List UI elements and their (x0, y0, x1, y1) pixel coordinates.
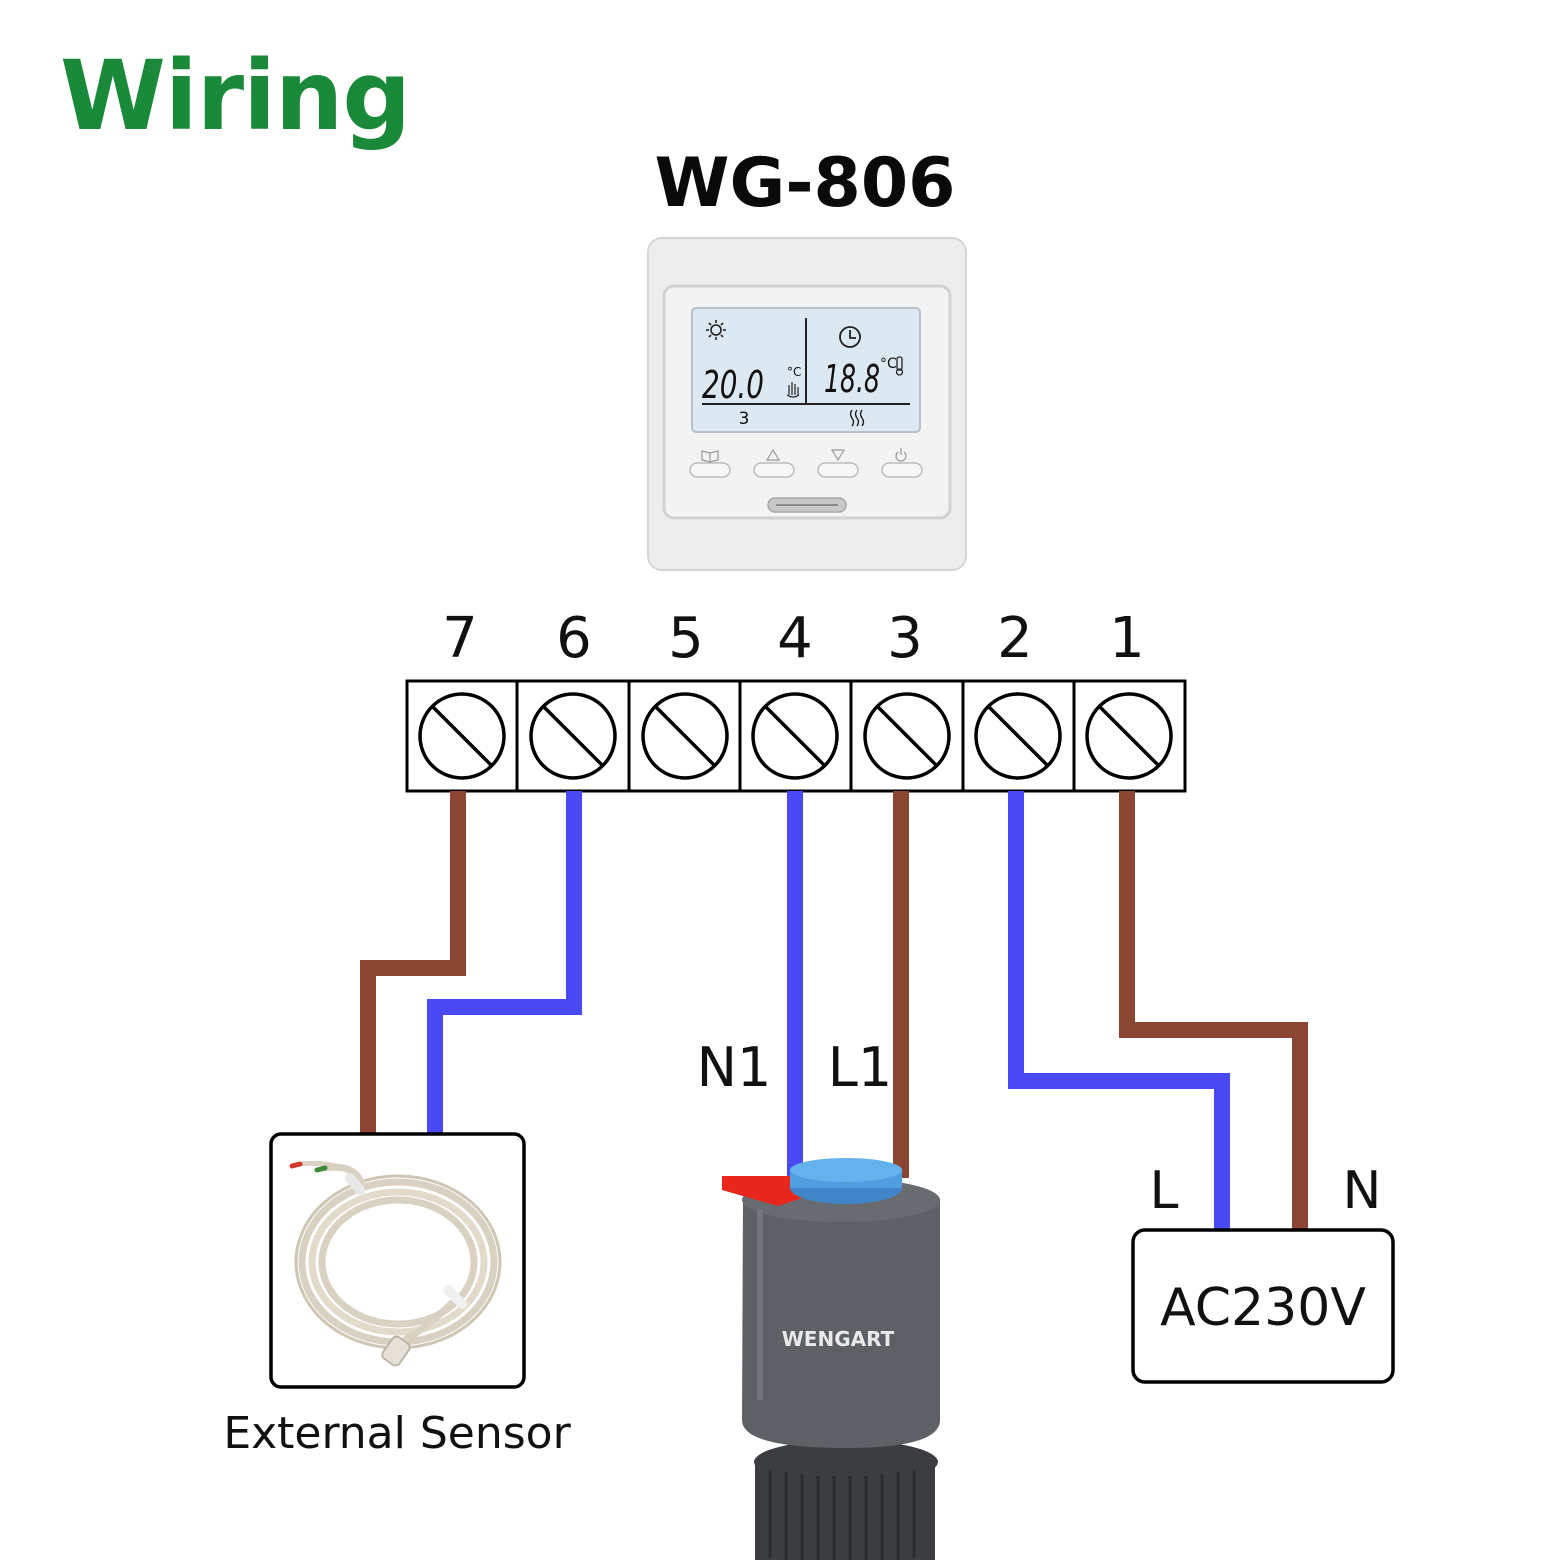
terminal-numbers: 7 6 5 4 3 2 1 (442, 606, 1145, 671)
power-source-label: AC230V (1160, 1278, 1366, 1338)
set-temperature-unit: °C (787, 365, 801, 379)
sensor-label: External Sensor (223, 1408, 571, 1459)
triangle-up-icon (765, 448, 781, 461)
thermometer-icon (895, 356, 904, 376)
screw-terminal-7 (418, 692, 506, 780)
down-button[interactable] (817, 462, 859, 478)
terminal-number: 2 (997, 606, 1033, 671)
book-icon (701, 450, 719, 463)
period-number: 3 (739, 409, 750, 429)
label-n: N (1343, 1161, 1382, 1221)
terminal-number: 1 (1109, 606, 1145, 671)
up-button[interactable] (753, 462, 795, 478)
screw-terminal-1 (1085, 692, 1173, 780)
label-l1: L1 (828, 1036, 892, 1099)
hand-icon (786, 382, 800, 398)
screw-terminal-4 (751, 692, 839, 780)
sensor-box: External Sensor (223, 1132, 572, 1459)
terminal-number: 6 (556, 606, 592, 671)
thermostat: 20.0 °C 18.8 °C 3 (647, 237, 967, 571)
sun-icon (706, 320, 726, 340)
power-icon (895, 448, 907, 462)
set-temperature: 20.0 (702, 363, 764, 407)
wire-terminal-7 (360, 791, 466, 1134)
screw-terminal-3 (863, 692, 951, 780)
terminal-number: 3 (887, 606, 923, 671)
screw-terminal-2 (974, 692, 1062, 780)
power-button[interactable] (881, 462, 923, 478)
room-temperature-unit: °C (880, 356, 897, 372)
wire-terminal-6 (427, 791, 582, 1134)
room-temperature: 18.8 (824, 357, 880, 401)
triangle-down-icon (830, 449, 846, 462)
terminal-block (405, 679, 1187, 793)
wire-l (1008, 791, 1230, 1230)
diagram-heading: Wiring (60, 40, 411, 152)
label-l: L (1150, 1161, 1179, 1221)
wires (360, 791, 1308, 1230)
label-n1: N1 (697, 1036, 772, 1099)
menu-button[interactable] (689, 462, 731, 478)
terminal-number: 7 (442, 606, 478, 671)
heat-waves-icon (849, 409, 865, 427)
screw-terminal-5 (641, 692, 729, 780)
actuator-brand: WENGART (782, 1327, 895, 1351)
terminal-number: 4 (777, 606, 813, 671)
screw-terminal-6 (529, 692, 617, 780)
clock-icon (839, 326, 861, 348)
wire-n (1119, 791, 1308, 1230)
model-name: WG-806 (654, 144, 956, 223)
actuator: WENGART (722, 1158, 940, 1560)
sensor-cable-icon (289, 1160, 502, 1367)
terminal-number: 5 (668, 606, 704, 671)
power-source-box: AC230V (1131, 1228, 1395, 1384)
